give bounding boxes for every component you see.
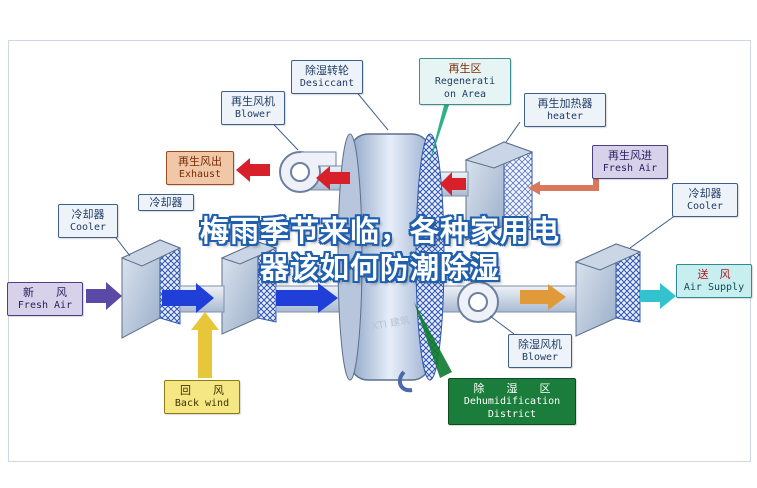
cooler-right-unit [574,243,642,337]
back-wind-arrow [191,312,219,378]
overlay-title-line2: 器该如何防潮除湿 [259,251,500,285]
regen-in-arrow [528,181,540,195]
fresh-air-arrow [86,282,122,310]
heated-air-arrow [440,172,466,196]
process-arrow-1 [162,283,214,313]
desiccant-wheel: XTI 建筑 [337,133,445,393]
process-arrow-2 [276,283,338,313]
regen-heater-unit [464,141,534,241]
dehum-pointer [414,302,452,378]
overlay-title: 梅雨季节来临，各种家用电 器该如何防潮除湿 [100,213,660,287]
exhaust-arrow-1 [316,166,350,190]
label-cooler-left-2: 冷却器 [138,194,194,211]
dry-air-arrow [520,284,566,310]
dehum-blower-unit [457,281,499,323]
exhaust-arrow-2 [236,158,270,182]
cooler-left-unit-2 [220,241,278,335]
air-supply-arrow [640,283,676,309]
regen-blower-unit [279,151,337,193]
overlay-title-line1: 梅雨季节来临，各种家用电 [199,214,560,248]
